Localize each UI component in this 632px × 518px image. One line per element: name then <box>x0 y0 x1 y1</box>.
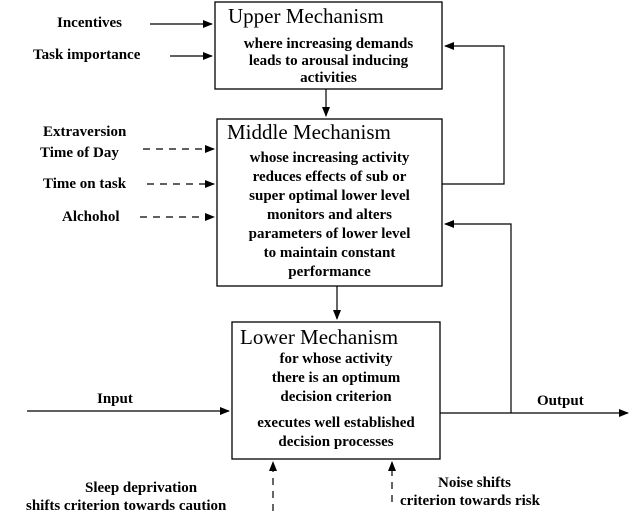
upper-line-2: leads to arousal inducing <box>248 53 409 69</box>
task-importance-label: Task importance <box>33 47 141 63</box>
sleep-deprivation-label: Sleep deprivation <box>85 480 198 496</box>
output-to-middle-feedback-line <box>444 220 512 413</box>
noise-label: Noise shifts <box>438 475 511 491</box>
middle-mechanism-box <box>216 118 443 287</box>
middle-line-1: whose increasing activity <box>249 150 410 166</box>
extraversion-label: Extraversion <box>43 124 127 140</box>
upper-line-3: activities <box>300 70 357 86</box>
lower-line-3: decision criterion <box>280 389 392 405</box>
sleep-deprivation-caption: shifts criterion towards caution <box>26 498 227 514</box>
lower-line-1: for whose activity <box>279 351 393 367</box>
lower-line-2: there is an optimum <box>271 370 401 386</box>
lower-mechanism-box <box>231 321 441 460</box>
upper-mechanism-title: Upper Mechanism <box>228 4 384 28</box>
lower-line-5: decision processes <box>278 434 394 450</box>
output-label: Output <box>537 393 584 409</box>
middle-line-3: super optimal lower level <box>249 188 410 204</box>
noise-caption: criterion towards risk <box>400 493 540 509</box>
incentives-label: Incentives <box>57 15 122 31</box>
lower-line-4: executes well established <box>257 415 415 431</box>
time-of-day-label: Time of Day <box>40 145 119 161</box>
upper-line-1: where increasing demands <box>243 36 414 52</box>
alcohol-label: Alchohol <box>62 209 120 225</box>
input-label: Input <box>97 391 133 407</box>
lower-mechanism-title: Lower Mechanism <box>240 325 399 349</box>
middle-mechanism-title: Middle Mechanism <box>227 120 391 144</box>
middle-to-upper-feedback-line <box>442 42 505 185</box>
middle-line-6: to maintain constant <box>263 245 396 261</box>
middle-line-4: monitors and alters <box>267 207 392 223</box>
middle-line-5: parameters of lower level <box>248 226 411 242</box>
middle-line-2: reduces effects of sub or <box>252 169 407 185</box>
middle-line-7: performance <box>288 264 371 280</box>
upper-mechanism-box <box>214 1 443 90</box>
time-on-task-label: Time on task <box>43 176 127 192</box>
